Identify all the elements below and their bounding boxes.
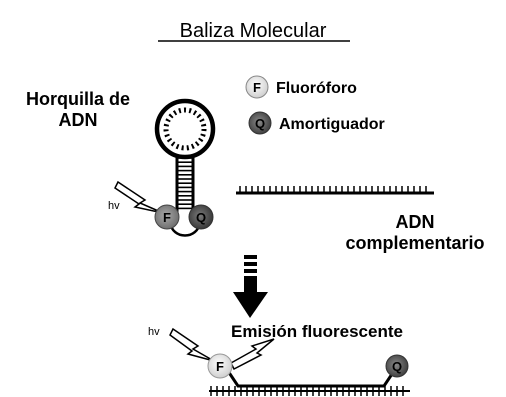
quencher-closed-symbol: Q: [196, 210, 206, 225]
hairpin-stem: [175, 155, 195, 214]
fluorophore-open-symbol: F: [216, 359, 224, 374]
bound-target-strand: [209, 386, 410, 396]
light-label-bottom: hv: [148, 326, 160, 338]
fluorophore-closed: F: [154, 204, 180, 230]
legend-quencher-symbol: Q: [255, 116, 265, 131]
legend-quencher: Q Amortiguador: [248, 111, 385, 135]
fluorophore-closed-symbol: F: [163, 210, 171, 225]
quencher-open-symbol: Q: [392, 359, 402, 374]
diagram-title: Baliza Molecular: [180, 20, 327, 42]
down-arrow-icon: [233, 255, 268, 318]
light-bolt-in-icon: [169, 327, 215, 362]
light-bolt-icon: [114, 180, 164, 214]
hairpin-loop: [154, 98, 216, 160]
hairpin-label-line1: Horquilla de: [26, 89, 130, 109]
complementary-dna-strand: [236, 186, 434, 195]
complementary-dna-label-line1: ADN: [396, 212, 435, 232]
quencher-open: Q: [385, 354, 409, 378]
fluorophore-open: F: [207, 353, 233, 379]
emission-label: Emisión fluorescente: [231, 322, 403, 341]
complementary-dna-label-line2: complementario: [345, 233, 484, 253]
legend-quencher-label: Amortiguador: [279, 116, 385, 133]
legend-fluorophore-symbol: F: [253, 80, 261, 95]
quencher-closed: Q: [188, 204, 214, 230]
light-label: hv: [108, 200, 120, 212]
legend-fluorophore: F Fluoróforo: [245, 75, 357, 99]
light-bolt-out-icon: [230, 338, 275, 371]
hairpin-label-line2: ADN: [59, 110, 98, 130]
opened-beacon-strand: [224, 367, 398, 388]
legend-fluorophore-label: Fluoróforo: [276, 80, 357, 97]
